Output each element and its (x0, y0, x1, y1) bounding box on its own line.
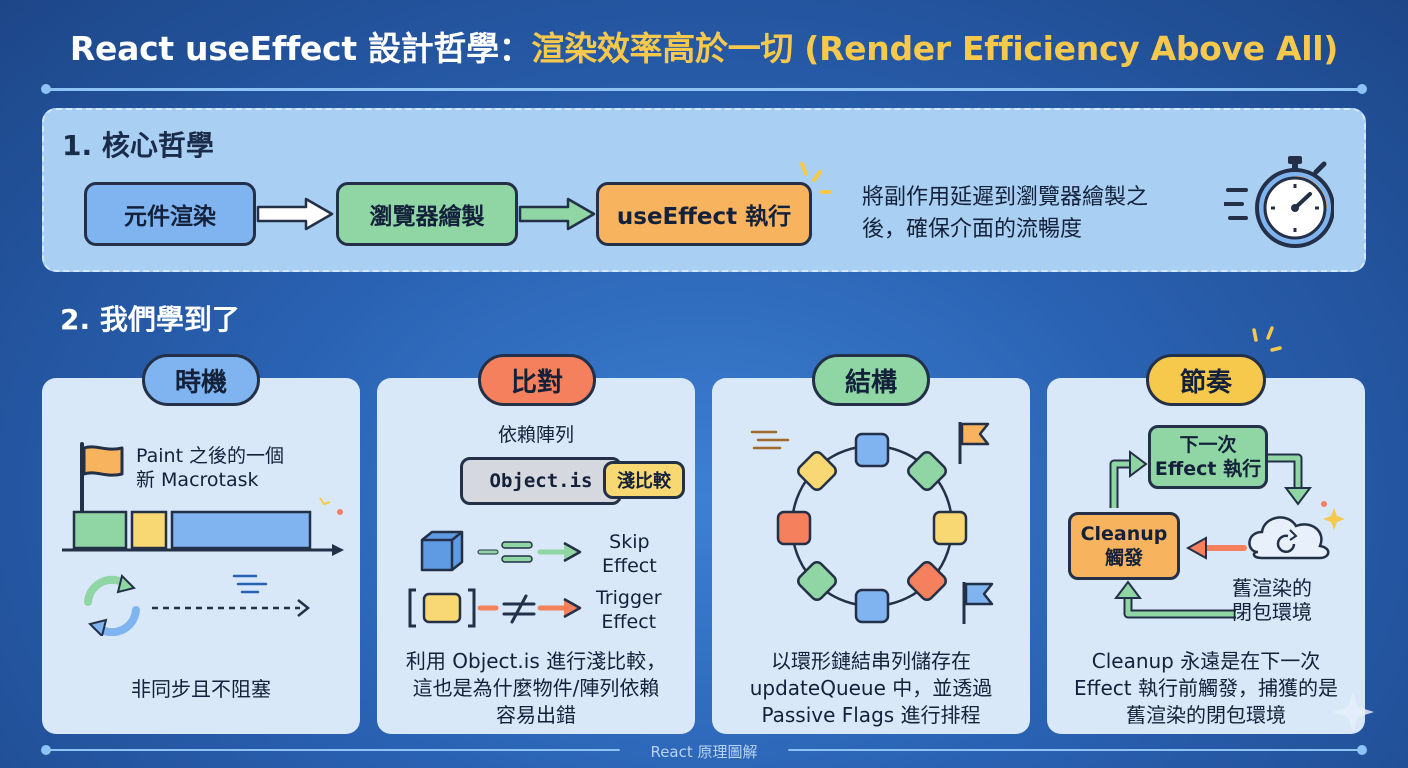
section1-heading: 1. 核心哲學 (62, 129, 214, 162)
trigger-label-line-1: Trigger (596, 587, 662, 609)
footer-dot-left (41, 745, 51, 755)
structure-caption-line-1: 以環形鏈結串列儲存在 (771, 649, 971, 673)
footer-rule-right (788, 749, 1360, 751)
compare-caption-line-2: 這也是為什麼物件/陣列依賴 (412, 676, 660, 700)
title-rule-dot-left (41, 84, 51, 94)
title-prefix: React useEffect 設計哲學： (69, 29, 532, 68)
compare-caption-line-3: 容易出錯 (496, 703, 576, 727)
closure-line-1: 舊渲染的 (1232, 576, 1312, 600)
title-rule (48, 88, 1360, 91)
next-effect-line-2: Effect 執行 (1154, 458, 1262, 480)
skip-label-line-1: Skip (609, 531, 650, 553)
flow-arrow-1 (256, 197, 334, 231)
rhythm-caption: Cleanup 永遠是在下一次 Effect 執行前觸發，捕獲的是 舊渲染的閉包… (1047, 648, 1365, 729)
circular-linked-list-diagram (750, 422, 994, 624)
timing-note-line-2: 新 Macrotask (136, 469, 259, 491)
rhythm-caption-line-2: Effect 執行前觸發，捕獲的是 (1074, 676, 1338, 700)
flow-arrow-2 (518, 197, 596, 231)
old-closure-label: 舊渲染的 閉包環境 (1232, 576, 1312, 624)
rhythm-caption-line-3: 舊渲染的閉包環境 (1126, 703, 1286, 727)
structure-caption: 以環形鏈結串列儲存在 updateQueue 中，並透過 Passive Fla… (712, 648, 1030, 729)
skip-label-line-2: Effect (602, 555, 657, 577)
card-compare-title: 比對 (478, 354, 596, 406)
rhythm-caption-line-1: Cleanup 永遠是在下一次 (1091, 649, 1321, 673)
cleanup-trigger-box: Cleanup 觸發 (1068, 512, 1180, 580)
title-highlight: 渲染效率高於一切 (Render Efficiency Above All) (531, 29, 1339, 68)
cleanup-cycle-diagram (1109, 450, 1345, 619)
section2-heading: 2. 我們學到了 (60, 303, 240, 336)
stopwatch-icon (1224, 156, 1334, 248)
cleanup-line-2: 觸發 (1104, 547, 1143, 569)
timing-caption: 非同步且不阻塞 (131, 677, 271, 701)
card-rhythm-title: 節奏 (1146, 354, 1266, 406)
async-cycle-diagram (84, 574, 311, 636)
trigger-effect-label: Trigger Effect (596, 586, 662, 634)
description-line-2: 後，確保介面的流暢度 (862, 217, 1083, 242)
page-title: React useEffect 設計哲學：渲染效率高於一切 (Render Ef… (0, 22, 1408, 70)
sparkle-icon (800, 162, 832, 194)
timeline-flag-diagram (62, 442, 344, 556)
compare-caption-line-1: 利用 Object.is 進行淺比較， (405, 649, 667, 673)
footer-label: React 原理圖解 (650, 743, 758, 761)
title-rule-dot-right (1357, 84, 1367, 94)
timing-note: Paint 之後的一個 新 Macrotask (136, 444, 284, 492)
next-effect-line-1: 下一次 (1179, 434, 1237, 456)
compare-caption: 利用 Object.is 進行淺比較， 這也是為什麼物件/陣列依賴 容易出錯 (377, 648, 695, 729)
step-browser-paint: 瀏覽器繪製 (336, 182, 518, 246)
structure-caption-line-3: Passive Flags 進行排程 (761, 703, 981, 727)
compare-diagram (408, 530, 582, 628)
card-timing (42, 378, 360, 734)
footer-rule-left (48, 749, 620, 751)
next-effect-box: 下一次 Effect 執行 (1148, 425, 1268, 489)
timing-note-line-1: Paint 之後的一個 (136, 445, 285, 467)
corner-sparkle-icon (1332, 692, 1374, 732)
structure-caption-line-2: updateQueue 中，並透過 (749, 676, 993, 700)
closure-line-2: 閉包環境 (1232, 600, 1312, 624)
dependency-array-label: 依賴陣列 (497, 424, 574, 446)
step-component-render: 元件渲染 (84, 182, 256, 246)
trigger-label-line-2: Effect (601, 611, 657, 633)
skip-effect-label: Skip Effect (602, 530, 657, 578)
shallow-compare-tag: 淺比較 (603, 461, 685, 499)
object-is-box: Object.is (460, 457, 622, 505)
footer-dot-right (1357, 745, 1367, 755)
step-useeffect-run: useEffect 執行 (596, 182, 812, 246)
description-line-1: 將副作用延遲到瀏覽器繪製之 (862, 185, 1149, 210)
card-timing-title: 時機 (142, 354, 260, 406)
rhythm-sparkle-icon (1252, 326, 1282, 352)
section1-description: 將副作用延遲到瀏覽器繪製之 後，確保介面的流暢度 (862, 182, 1222, 246)
cleanup-line-1: Cleanup (1080, 523, 1168, 545)
card-structure-title: 結構 (812, 354, 930, 406)
